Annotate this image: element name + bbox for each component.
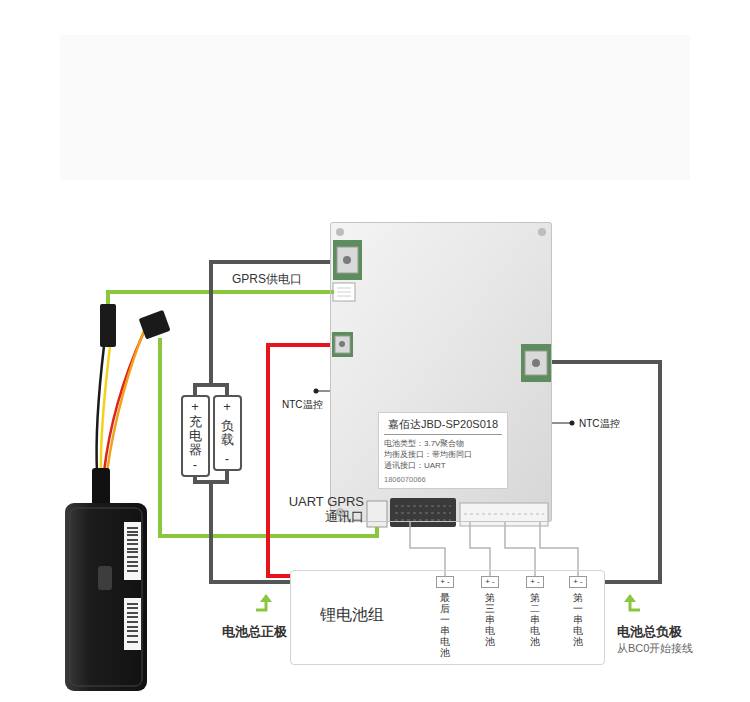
- pointer-arrow-head: [624, 594, 636, 602]
- cell-name: 第三串电池: [485, 592, 495, 647]
- barcode-lines: [127, 528, 138, 571]
- pointer-arrow: [630, 601, 640, 610]
- positive-wire: [268, 345, 330, 576]
- cell-name: 第二串电池: [530, 592, 540, 647]
- battery-cell: + - 第一串电池: [567, 576, 589, 656]
- pointer-arrow-head: [260, 594, 272, 602]
- barcode-lines: [127, 604, 138, 642]
- gprs-power-port: [333, 283, 355, 301]
- terminal-label: 电池总正极: [222, 623, 287, 641]
- spec-line: 电池类型：3.7V聚合物: [384, 438, 502, 449]
- gps-tracker: [65, 503, 147, 691]
- battery-cell: + - 第二串电池: [524, 576, 546, 656]
- wire-connector-body: [139, 310, 171, 340]
- solder-pad: [335, 336, 350, 353]
- negative-wire: [552, 362, 660, 582]
- solder-pad: [337, 247, 358, 273]
- ntc-label: NTC温控: [282, 398, 323, 412]
- label-sticker: 嘉佰达JBD-SP20S018 电池类型：3.7V聚合物均衡及接口：带均衡同口通讯…: [378, 412, 508, 489]
- pcb-pad: [332, 332, 353, 357]
- balance-connector: [460, 503, 548, 526]
- cell-terminal: + -: [481, 576, 499, 588]
- battery-cell: + - 第三串电池: [479, 576, 501, 656]
- pcb-pad: [521, 344, 551, 382]
- device-name: 充电器: [189, 415, 202, 458]
- gprs-power-wire: [108, 292, 334, 305]
- mount-hole: [538, 228, 546, 236]
- ntc-dot: [570, 421, 575, 426]
- connector-pins: [464, 514, 544, 515]
- pointer-arrow: [256, 601, 266, 610]
- balance-wire: [540, 522, 578, 576]
- polarity-sign: -: [189, 458, 202, 472]
- header-panel: [60, 35, 690, 180]
- power-wire: [211, 262, 330, 395]
- ntc-leader: [318, 391, 330, 392]
- load-box: + 负载 -: [213, 395, 242, 471]
- bms-board-plate: [330, 222, 552, 522]
- charger-box: +充电器-: [181, 395, 210, 477]
- polarity-sign: +: [221, 400, 234, 414]
- pack-name: 锂电池组: [320, 605, 384, 626]
- battery-cell: + - 最后一串电池: [434, 576, 456, 658]
- ntc-label: NTC温控: [579, 417, 620, 431]
- spec-line: 通讯接口：UART: [384, 460, 502, 471]
- device-name: 负载: [221, 419, 234, 448]
- serial-number: 1806070066: [384, 475, 502, 484]
- wire-connector: [100, 304, 116, 347]
- ntc-dot: [314, 389, 319, 394]
- model-title: 嘉佰达JBD-SP20S018: [384, 417, 502, 435]
- balance-wire: [505, 522, 535, 576]
- balance-wire: [410, 522, 445, 576]
- balance-connector: [390, 498, 456, 527]
- connector-pins: [395, 506, 451, 520]
- uart-connector: [367, 501, 387, 527]
- power-wire: [195, 262, 330, 395]
- port-pins: [337, 288, 351, 296]
- wire-connector: [139, 310, 171, 340]
- polarity-sign: -: [221, 452, 234, 466]
- cable-grommet: [92, 468, 110, 506]
- cell-name: 第一串电池: [573, 592, 583, 647]
- cell-terminal: + -: [436, 576, 454, 588]
- tracker-button: [98, 566, 112, 590]
- pcb-pad: [333, 240, 362, 280]
- cell-terminal: + -: [569, 576, 587, 588]
- cell-terminal: + -: [526, 576, 544, 588]
- cell-name: 最后一串电池: [440, 592, 450, 658]
- battery-pack: 锂电池组 + - 最后一串电池 + - 第三串电池 + - 第二串电池 + - 第一串电池: [290, 570, 605, 665]
- power-wire: [211, 471, 290, 582]
- barcode-sticker: [124, 598, 141, 650]
- port-label: UART GPRS通讯口: [280, 494, 364, 524]
- pad-hole: [339, 341, 345, 347]
- polarity-sign: +: [189, 400, 202, 414]
- port-label: GPRS供电口: [232, 271, 302, 288]
- solder-pad: [525, 351, 547, 375]
- spec-line: 均衡及接口：带均衡同口: [384, 449, 502, 460]
- bms-board: 嘉佰达JBD-SP20S018 电池类型：3.7V聚合物均衡及接口：带均衡同口通讯…: [330, 222, 552, 522]
- pad-hole: [343, 256, 351, 264]
- pad-hole: [532, 359, 540, 367]
- tracker-wire: [107, 326, 146, 472]
- terminal-label: 电池总负极: [617, 623, 682, 641]
- balance-wire: [470, 522, 490, 576]
- mount-hole: [336, 228, 344, 236]
- ntc-leader: [552, 423, 570, 424]
- wiring-note: 从BC0开始接线: [617, 641, 693, 656]
- tracker-edge: [70, 508, 142, 686]
- barcode-sticker: [124, 522, 141, 580]
